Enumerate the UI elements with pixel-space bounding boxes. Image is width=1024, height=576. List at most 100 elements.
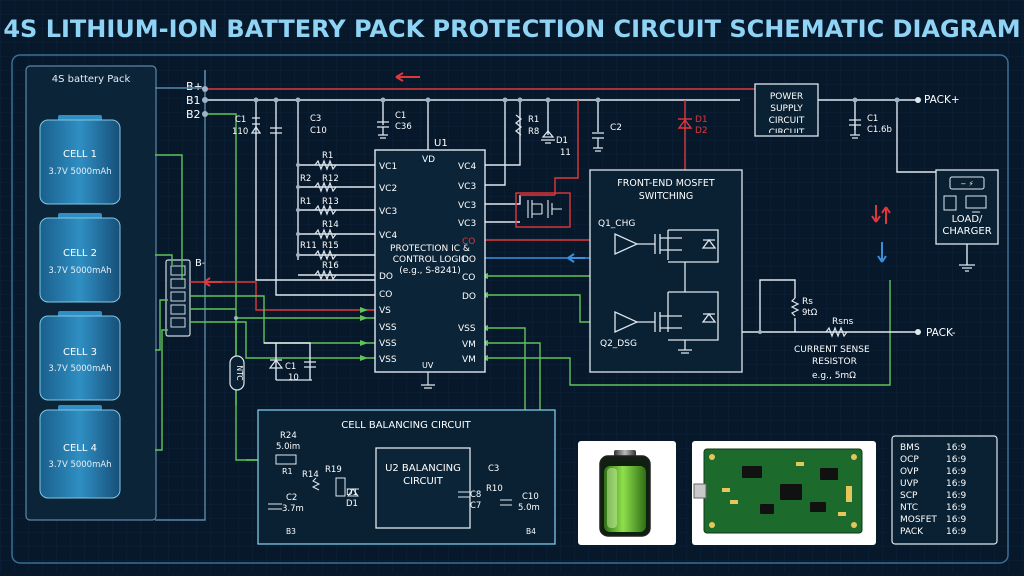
- load-label: LOAD/ CHARGER: [942, 214, 992, 237]
- charge-arrow-down-icon: [871, 205, 881, 223]
- ic-ref: U1: [434, 138, 448, 149]
- red-diode-d1d2: [677, 118, 693, 129]
- c10-bal-value: 5.0m: [518, 503, 540, 513]
- ic-pin-r6: CO: [462, 273, 475, 283]
- sense-caption-line2: RESISTOR: [812, 357, 857, 367]
- q2-diode-icon: [701, 312, 717, 323]
- u2-label-box: U2 BALANCING CIRCUIT: [385, 463, 461, 487]
- r24-label: R24: [280, 431, 297, 441]
- mosfet-title-line1: FRONT-END MOSFET: [617, 178, 715, 189]
- wire-nodes: [202, 86, 921, 335]
- legend-value-3: 16:9: [946, 479, 966, 489]
- r10-bal-label: R10: [486, 484, 503, 494]
- cell-4-spec: 3.7V 5000mAh: [48, 460, 111, 470]
- res-r2: R2: [300, 174, 311, 184]
- current-arrow-left-icon: [395, 72, 420, 82]
- ic-name-box: PROTECTION IC & CONTROL LOGIC (e.g., S-8…: [390, 244, 470, 276]
- c3-label: C3: [310, 114, 321, 124]
- res-r15: R15: [322, 241, 339, 251]
- ic-pin-r4: CO: [462, 237, 475, 247]
- c10-bal-icon: [500, 499, 512, 506]
- d1-label: D1: [556, 136, 568, 146]
- res-r13: R13: [322, 197, 339, 207]
- ic-pin-l6: VS: [379, 306, 391, 316]
- capacitor-c1-icon: [252, 117, 260, 125]
- load-label-box: LOAD/ CHARGER: [942, 214, 992, 237]
- res-r12: R12: [322, 174, 339, 184]
- diode-red-icon: [677, 118, 693, 129]
- mosfet-title-line2: SWITCHING: [639, 191, 694, 202]
- power-supply-label-box: POWER SUPPLY CIRCUIT CIRCUIT: [768, 92, 805, 133]
- cell-1: CELL 1 3.7V 5000mAh: [39, 115, 121, 205]
- balancing-circuit: CELL BALANCING CIRCUIT U2 BALANCING CIRC…: [257, 409, 556, 545]
- c3-bal-label: C3: [488, 464, 499, 474]
- legend-key-7: PACK: [900, 527, 924, 537]
- ic-pin-l5: CO: [379, 290, 392, 300]
- terminal-b2: B2: [186, 108, 201, 121]
- ic-pin-r2: VC3: [458, 201, 476, 211]
- legend-key-1: OCP: [900, 455, 919, 465]
- ic-pin-r10: VM: [462, 355, 476, 365]
- q2-label: Q2_DSG: [600, 339, 637, 349]
- rs-icon: [790, 297, 800, 317]
- ic-pin-l2: VC3: [379, 207, 397, 217]
- legend-value-1: 16:9: [946, 455, 966, 465]
- battery-image: [578, 441, 676, 545]
- pcb-image: [692, 441, 876, 545]
- b4-label: B4: [526, 527, 536, 536]
- c8-bal-label: C8: [470, 490, 481, 500]
- c2-bal-icon: [268, 503, 282, 510]
- diode-icon: [250, 125, 262, 134]
- ic-pin-l3: VC4: [379, 231, 397, 241]
- d1-bal-label: D1: [346, 488, 358, 498]
- sense-resistors: [790, 297, 848, 338]
- diode-d1-icon: [541, 129, 555, 144]
- d1b-bal-label: D1: [346, 499, 358, 509]
- cout-label: C1: [867, 114, 878, 124]
- sense-value: e.g., 5mΩ: [812, 371, 856, 381]
- res-r11: R11: [300, 241, 317, 251]
- mosfet-ground-icon: [678, 340, 692, 354]
- legend-key-4: SCP: [900, 491, 918, 501]
- cell-4-name: CELL 4: [63, 443, 97, 454]
- cell-3-name: CELL 3: [63, 347, 97, 358]
- legend-value-5: 16:9: [946, 503, 966, 513]
- res-r14: R14: [322, 220, 339, 230]
- res-r1b: R1: [300, 197, 311, 207]
- q1-diode-icon: [701, 238, 717, 249]
- ic-pin-r7: DO: [462, 292, 476, 302]
- mini-mosfet: [515, 192, 571, 228]
- legend-box: [891, 435, 998, 545]
- arrow-to-connector-icon: [203, 277, 222, 287]
- r14-label: R14: [302, 470, 319, 480]
- c2-bal-value: 3.7m: [282, 504, 304, 514]
- legend-key-5: NTC: [900, 503, 918, 513]
- r19-icon: [335, 477, 346, 497]
- balancing-title: CELL BALANCING CIRCUIT: [341, 420, 471, 431]
- b3-label: B3: [286, 527, 296, 536]
- battery-pack: 4S battery Pack CELL 1 3.7V 5000mAh CELL…: [25, 65, 157, 521]
- res-r16: R16: [322, 261, 339, 271]
- protection-ic: U1 VD PROTECTION IC & CONTROL LOGIC (e.g…: [374, 138, 486, 389]
- c2-top-label: C2: [610, 123, 622, 133]
- battery-small-glyph: − ⚡: [960, 180, 973, 188]
- terminal-bplus: B+: [186, 80, 203, 93]
- c8-bal-icon: [458, 491, 470, 498]
- ntc-thermistor: NTC: [229, 355, 245, 391]
- mosfet-box: [589, 169, 743, 373]
- ic-pin-l1: VC2: [379, 184, 397, 194]
- battery-small-icon: [949, 176, 985, 190]
- cell-1-spec: 3.7V 5000mAh: [48, 167, 111, 177]
- capacitor-c3-icon: [270, 127, 282, 134]
- d1-bal-icon: [347, 488, 359, 497]
- terminal-bminus: B-: [195, 258, 206, 269]
- discharge-arrow-icon: [877, 242, 887, 263]
- outer-frame: [11, 54, 1009, 564]
- d1-value: 11: [560, 148, 571, 158]
- cell-2: CELL 2 3.7V 5000mAh: [39, 213, 121, 303]
- legend-key-6: MOSFET: [900, 515, 937, 525]
- cell-connector: [165, 259, 191, 337]
- power-supply-label: POWER SUPPLY CIRCUIT CIRCUIT: [768, 92, 805, 133]
- c1-lower-icon: [268, 359, 316, 381]
